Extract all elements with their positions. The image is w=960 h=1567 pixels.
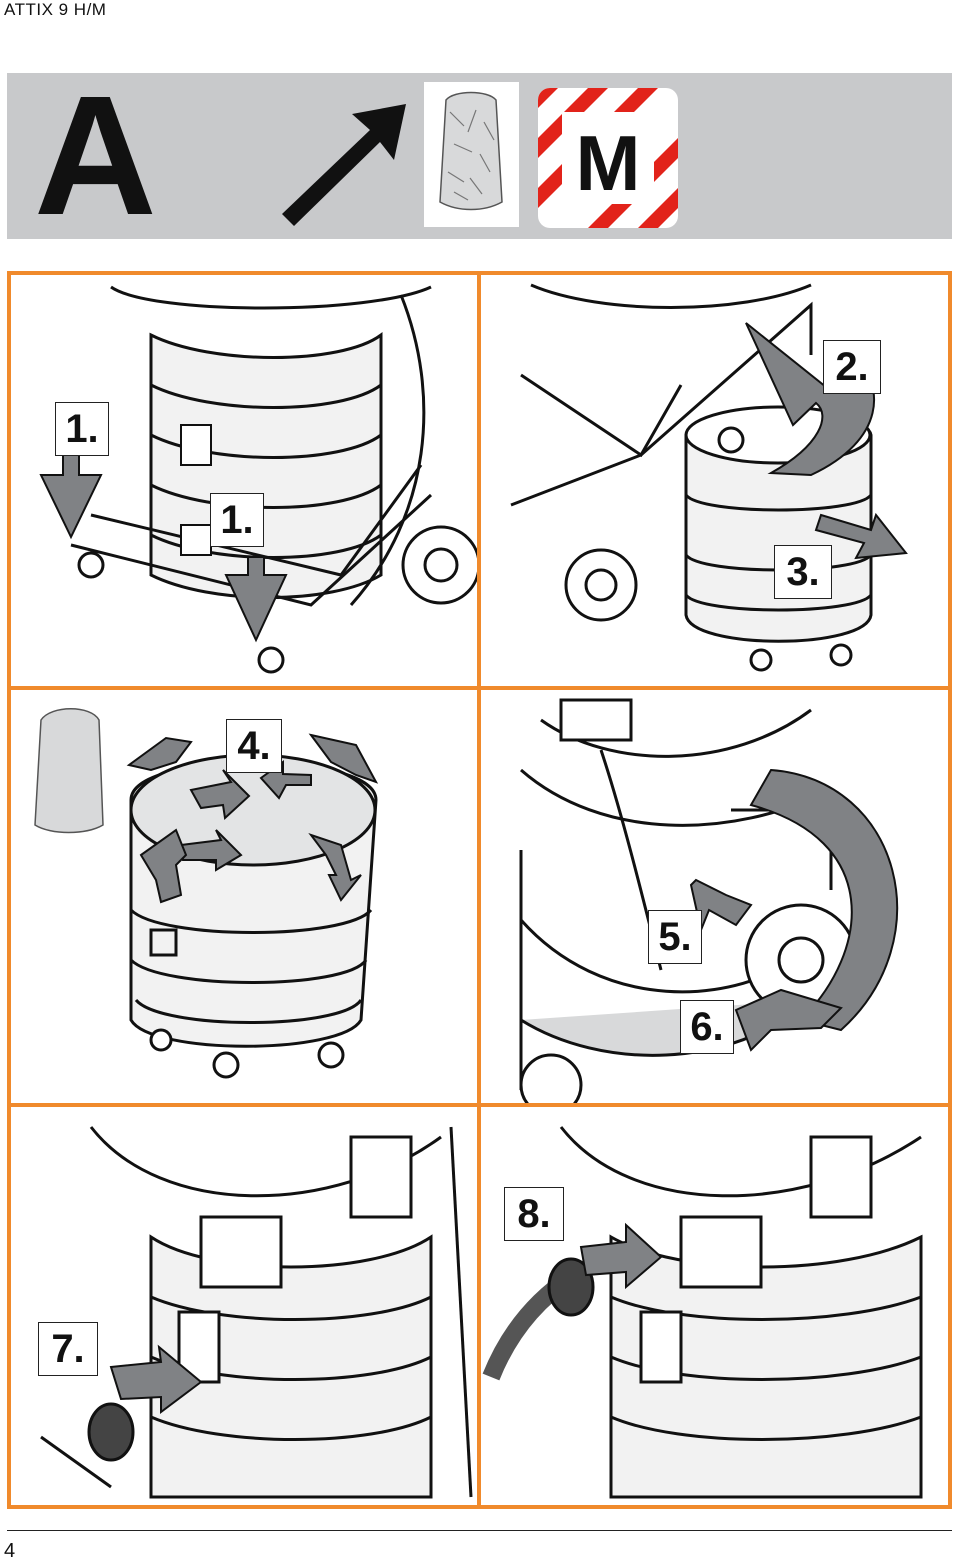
step-label-1a: 1. xyxy=(55,402,109,456)
panel-step-7: 7. xyxy=(11,1107,477,1505)
step-label-6: 6. xyxy=(680,1000,734,1054)
step-label-3: 3. xyxy=(774,545,832,599)
panel-step-1: 1. 1. xyxy=(11,275,477,686)
footer-divider xyxy=(7,1530,952,1531)
panel-step-5-6: 5. 6. xyxy=(481,690,948,1103)
grid-divider-row1 xyxy=(7,686,952,690)
vacuum-illustration-4 xyxy=(34,708,379,1079)
document-title: ATTIX 9 H/M xyxy=(4,0,107,19)
step-label-8: 8. xyxy=(504,1187,564,1241)
step-label-7: 7. xyxy=(38,1322,98,1376)
panel-step-8: 8. xyxy=(481,1107,948,1505)
panel-step-2-3: 2. 3. xyxy=(481,275,948,686)
page-number: 4 xyxy=(4,1540,16,1562)
vacuum-illustration-2 xyxy=(510,283,908,672)
vacuum-illustration-8 xyxy=(482,1126,923,1499)
step-label-2: 2. xyxy=(823,340,881,394)
grid-divider-vertical xyxy=(477,271,481,1509)
panel-step-4: 4. xyxy=(11,690,477,1103)
step-label-1b: 1. xyxy=(210,493,264,547)
m-class-hazard-icon: M xyxy=(538,88,678,233)
arrow-up-right-icon xyxy=(282,104,406,226)
vacuum-illustration-7 xyxy=(40,1126,473,1499)
step-label-4: 4. xyxy=(226,719,282,773)
section-letter: A xyxy=(34,61,157,251)
grid-divider-row2 xyxy=(7,1103,952,1107)
m-sign-letter: M xyxy=(576,119,641,207)
vacuum-illustration-1 xyxy=(39,285,477,674)
step-label-5: 5. xyxy=(648,910,702,964)
filter-bag-icon xyxy=(424,82,519,227)
